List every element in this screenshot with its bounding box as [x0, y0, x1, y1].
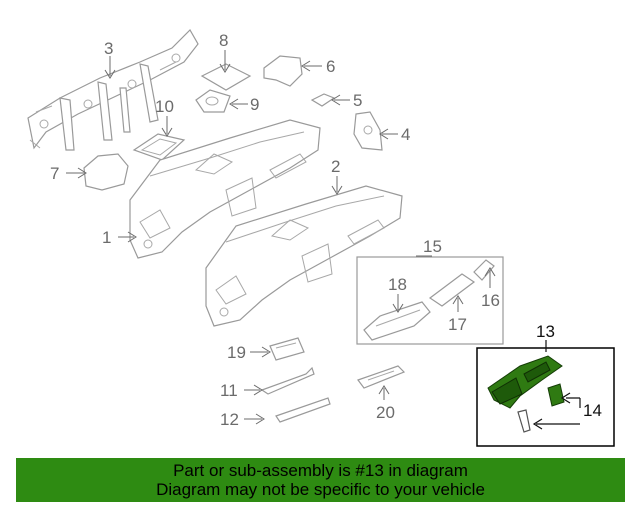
group-box-15 — [356, 256, 504, 345]
footer-banner: Part or sub-assembly is #13 in diagram D… — [16, 458, 625, 502]
leader-lines — [66, 50, 581, 430]
part-20 — [357, 365, 406, 389]
part-4 — [353, 111, 383, 151]
callout-9: 9 — [250, 95, 259, 114]
part-18 — [363, 301, 431, 341]
part-14-highlighted — [547, 383, 565, 407]
parts-diagram: 3 8 6 10 9 5 4 7 1 2 15 18 16 17 19 11 1… — [27, 29, 615, 447]
part-2-instrument-panel — [205, 185, 403, 327]
callout-2: 2 — [331, 157, 340, 176]
callout-17: 17 — [448, 315, 467, 334]
part-8 — [200, 63, 252, 91]
part-12 — [275, 397, 331, 423]
part-19 — [269, 337, 305, 361]
banner-line-2: Diagram may not be specific to your vehi… — [156, 480, 485, 499]
callout-18: 18 — [388, 275, 407, 294]
callout-7: 7 — [50, 164, 59, 183]
callout-19: 19 — [227, 343, 246, 362]
callout-14: 14 — [583, 401, 602, 420]
callout-10: 10 — [155, 97, 174, 116]
callout-8: 8 — [219, 31, 228, 50]
part-9 — [195, 89, 231, 113]
callout-3: 3 — [104, 39, 113, 58]
part-5 — [310, 93, 336, 107]
part-6 — [263, 55, 303, 87]
callout-1: 1 — [102, 228, 111, 247]
part-7 — [83, 153, 129, 191]
banner-line-1: Part or sub-assembly is #13 in diagram — [173, 461, 468, 480]
callout-20: 20 — [376, 403, 395, 422]
callout-4: 4 — [401, 125, 410, 144]
part-16 — [473, 259, 495, 281]
part-17 — [428, 273, 476, 307]
part-1-instrument-panel — [129, 119, 321, 259]
callout-13: 13 — [536, 322, 555, 341]
callout-16: 16 — [481, 291, 500, 310]
callout-11: 11 — [220, 381, 238, 400]
part-3-support-frame — [27, 29, 199, 151]
part-13-highlighted — [487, 355, 563, 409]
callout-5: 5 — [353, 91, 362, 110]
part-14-bracket — [517, 409, 531, 433]
callout-15: 15 — [423, 237, 442, 256]
part-10 — [132, 133, 186, 161]
part-11 — [260, 366, 315, 395]
callout-6: 6 — [326, 57, 335, 76]
callout-12: 12 — [220, 410, 239, 429]
